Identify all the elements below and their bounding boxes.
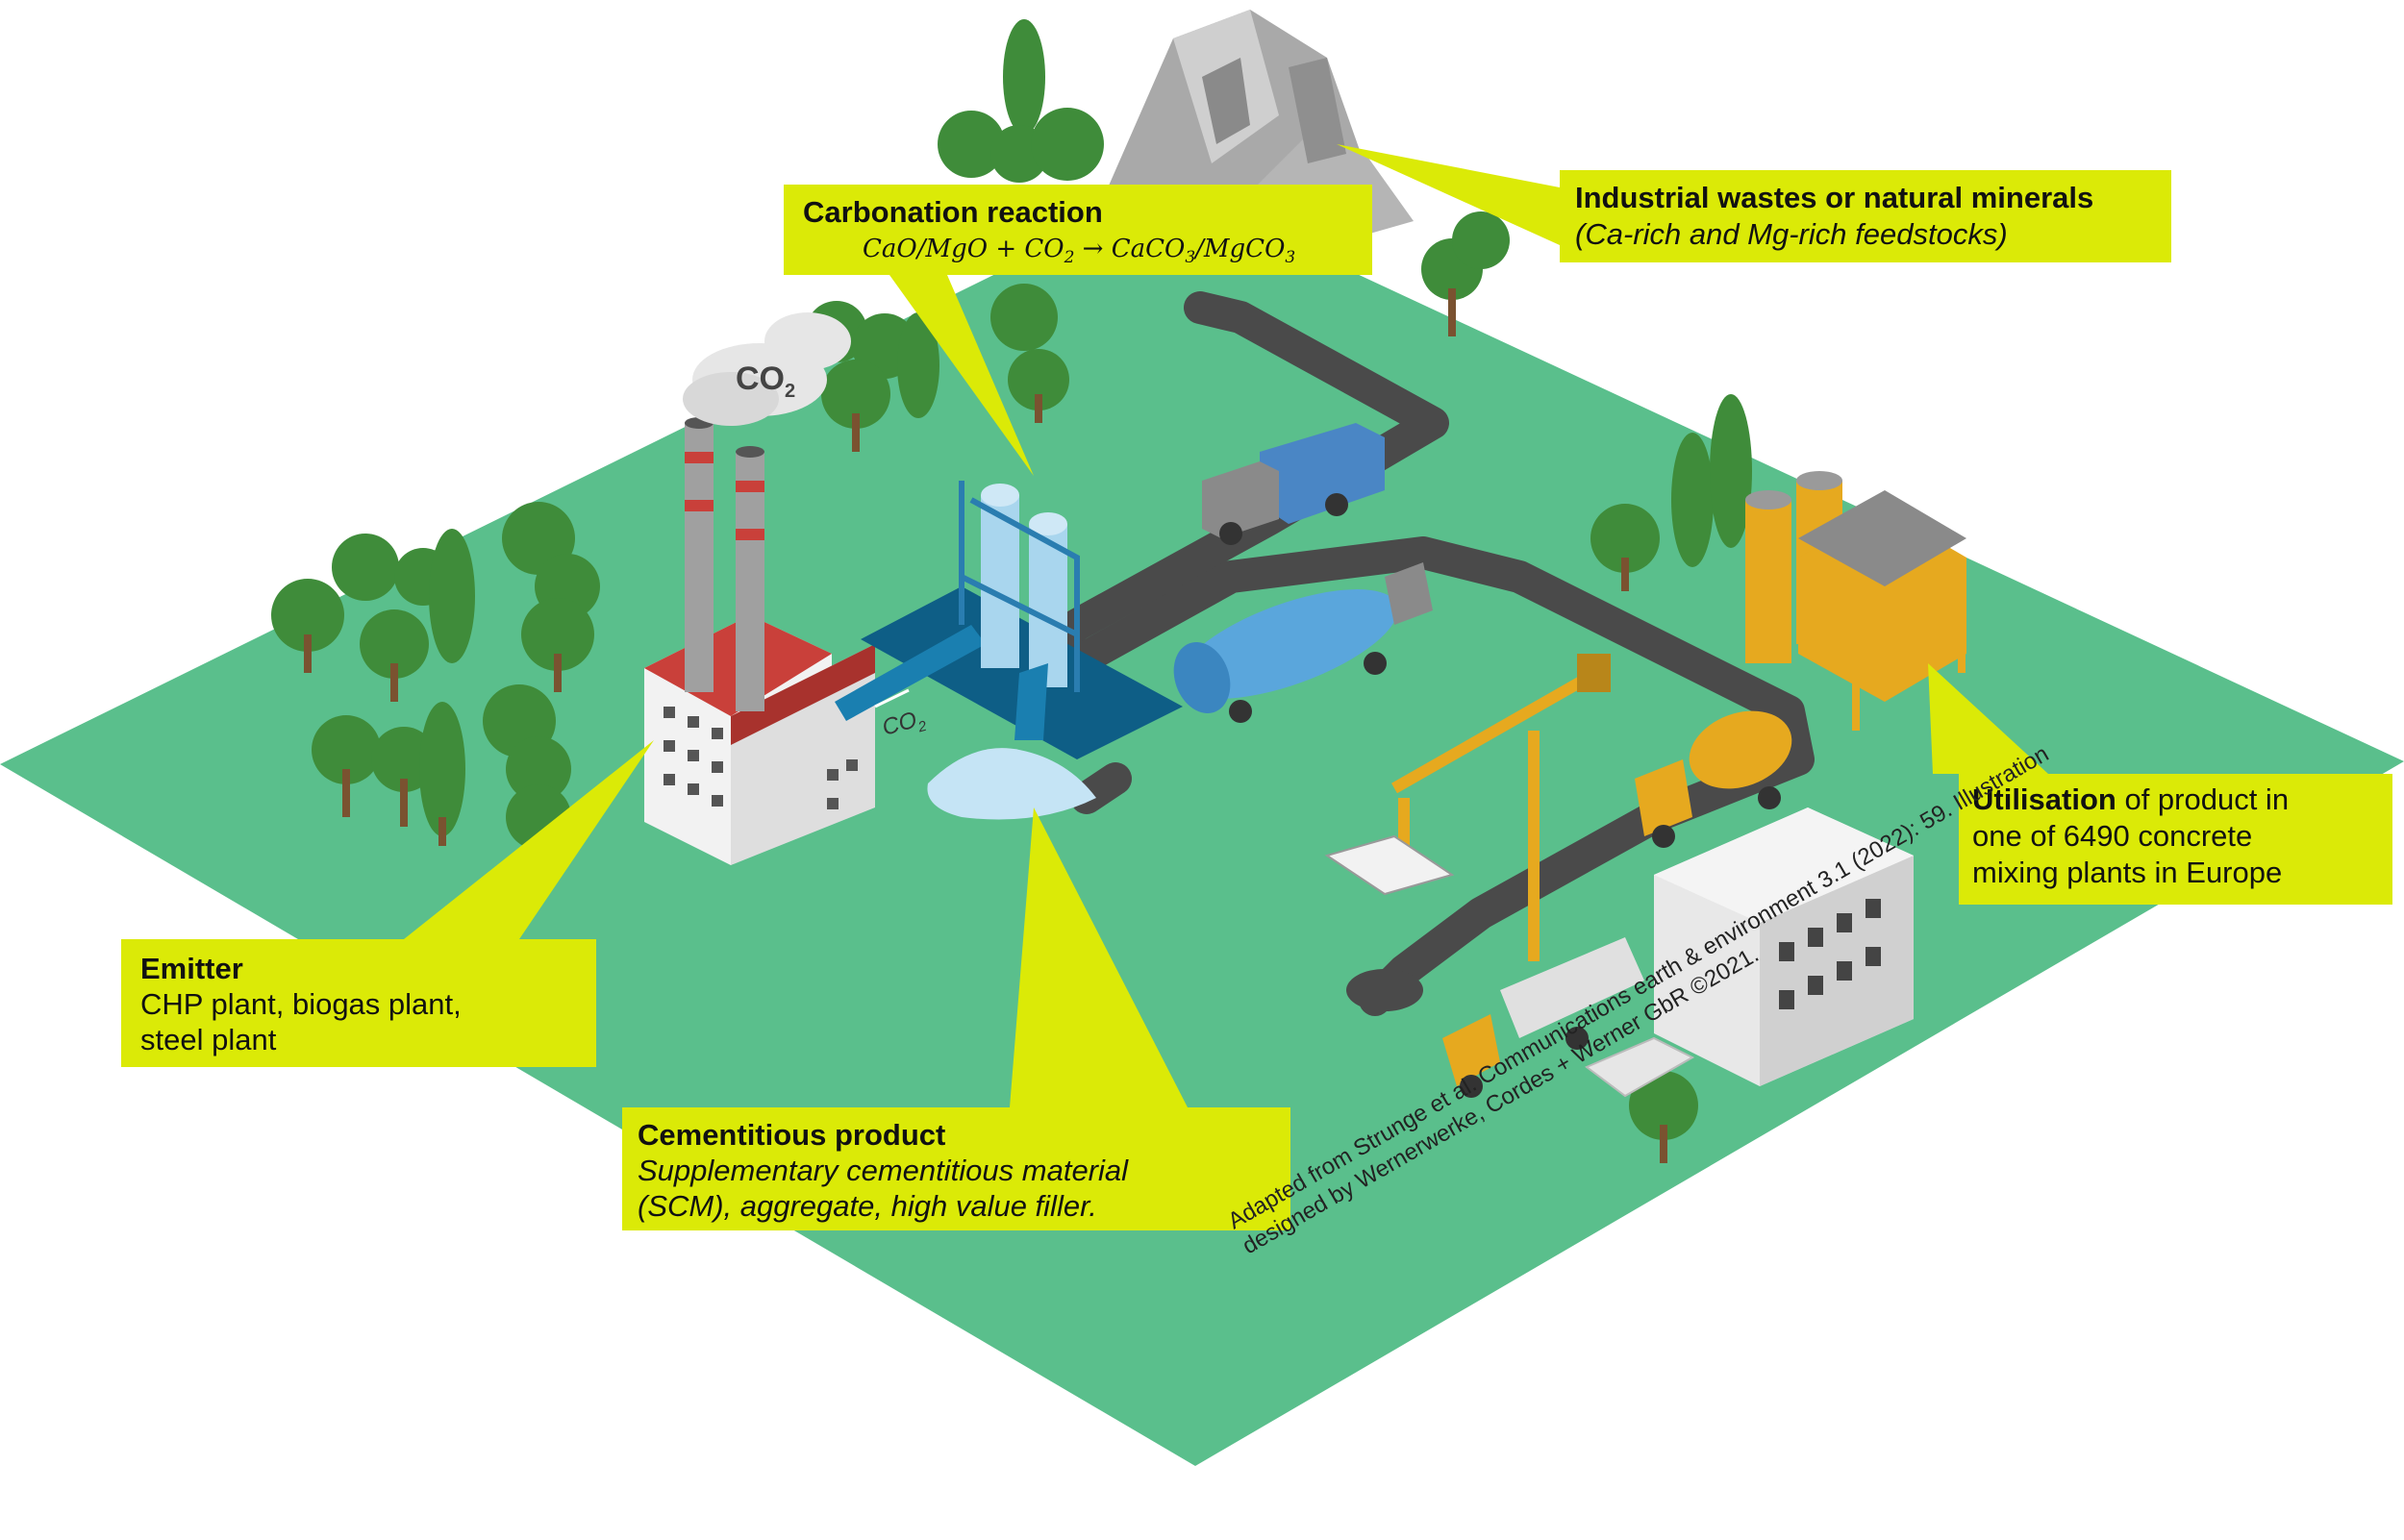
callout-carbonation-reaction: Carbonation reaction CaO/MgO + CO2 → CaC… [784, 185, 1372, 275]
utilisation-line-1: Utilisation of product in [1972, 782, 2290, 816]
emitter-factory [644, 417, 875, 865]
carbonation-equation: CaO/MgO + CO2 → CaCO3/MgCO3 [863, 235, 1296, 268]
cementitious-title: Cementitious product [638, 1118, 946, 1152]
stacked-slabs [1585, 1036, 1695, 1098]
co2-cloud-label: CO2 [736, 360, 795, 402]
utilisation-title: Utilisation [1972, 782, 2116, 816]
road-end-blob [1346, 969, 1423, 1011]
product-heap [927, 748, 1096, 820]
mixer-truck [1635, 710, 1792, 848]
industrial-subtitle: (Ca-rich and Mg-rich feedstocks) [1575, 217, 2008, 251]
cementitious-line-2: (SCM), aggregate, high value filler. [638, 1189, 1097, 1223]
carbonation-reactor [835, 481, 1183, 759]
concrete-mixing-plant [1745, 471, 1966, 731]
co2-cloud [683, 312, 851, 426]
tanker-truck [1173, 562, 1433, 723]
callout-emitter: Emitter CHP plant, biogas plant, steel p… [121, 939, 596, 1067]
emitter-line-2: steel plant [140, 1023, 277, 1056]
tower-crane [1391, 667, 1599, 961]
crane-load [1324, 834, 1455, 896]
callout-cementitious-product: Cementitious product Supplementary cemen… [622, 1107, 1290, 1230]
tree-trunks [304, 288, 1667, 1163]
dump-truck [1202, 423, 1385, 545]
callout-pointers [404, 144, 2048, 1107]
trees [271, 19, 1752, 1140]
cementitious-line-1: Supplementary cementitious material [638, 1154, 1129, 1187]
callout-utilisation: Utilisation of product in one of 6490 co… [1959, 774, 2392, 905]
building-under-construction [1654, 807, 1914, 1086]
carbonation-title: Carbonation reaction [803, 195, 1103, 229]
flatbed-truck [1442, 937, 1644, 1098]
emitter-title: Emitter [140, 952, 243, 985]
emitter-line-1: CHP plant, biogas plant, [140, 987, 462, 1021]
utilisation-line-3: mixing plants in Europe [1972, 856, 2283, 889]
industrial-title: Industrial wastes or natural minerals [1575, 181, 2094, 214]
utilisation-line-2: one of 6490 concrete [1972, 819, 2253, 853]
co2-arrow [874, 688, 910, 708]
callout-industrial-wastes: Industrial wastes or natural minerals (C… [1560, 170, 2171, 262]
crane-counterweight [1577, 654, 1611, 692]
